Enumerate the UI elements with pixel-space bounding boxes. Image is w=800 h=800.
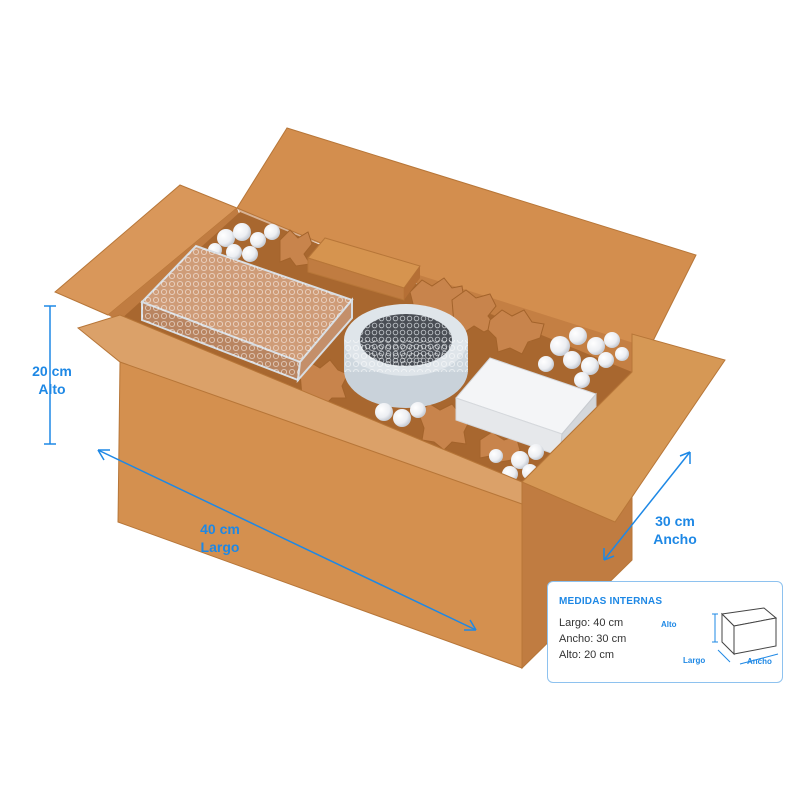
internal-measurements-card: MEDIDAS INTERNAS Largo: 40 cm Ancho: 30 …	[547, 581, 783, 683]
width-value: 30 cm	[655, 513, 695, 529]
width-name: Ancho	[653, 531, 697, 547]
box-front-flap	[76, 314, 523, 505]
packing-peanuts-back	[208, 223, 629, 388]
bubble-wrapped-block	[140, 244, 354, 384]
diagram-ancho-label: Ancho	[747, 657, 772, 666]
spec-ancho: Ancho: 30 cm	[559, 633, 627, 645]
box-right-flap	[521, 333, 726, 523]
length-value: 40 cm	[200, 521, 240, 537]
diagram-largo-label: Largo	[683, 656, 706, 665]
width-dimension-arrow	[603, 451, 691, 561]
length-name: Largo	[200, 539, 240, 555]
diagram-alto-label: Alto	[661, 620, 677, 629]
specs-title: MEDIDAS INTERNAS	[559, 596, 663, 607]
bubble-wrapped-round-item	[344, 304, 468, 408]
width-dimension-label: 30 cm Ancho	[625, 512, 725, 548]
height-dimension-arrow	[44, 305, 56, 445]
height-value: 20 cm	[32, 363, 72, 379]
length-dimension-arrow	[97, 449, 477, 631]
length-dimension-label: 40 cm Largo	[160, 520, 280, 556]
spec-largo: Largo: 40 cm	[559, 617, 624, 629]
spec-alto: Alto: 20 cm	[559, 649, 615, 661]
height-name: Alto	[38, 381, 66, 397]
small-kraft-box	[307, 237, 421, 301]
packing-peanuts-front	[375, 402, 544, 482]
cardboard-box-icon	[712, 607, 779, 665]
height-dimension-label: 20 cm Alto	[22, 362, 82, 398]
